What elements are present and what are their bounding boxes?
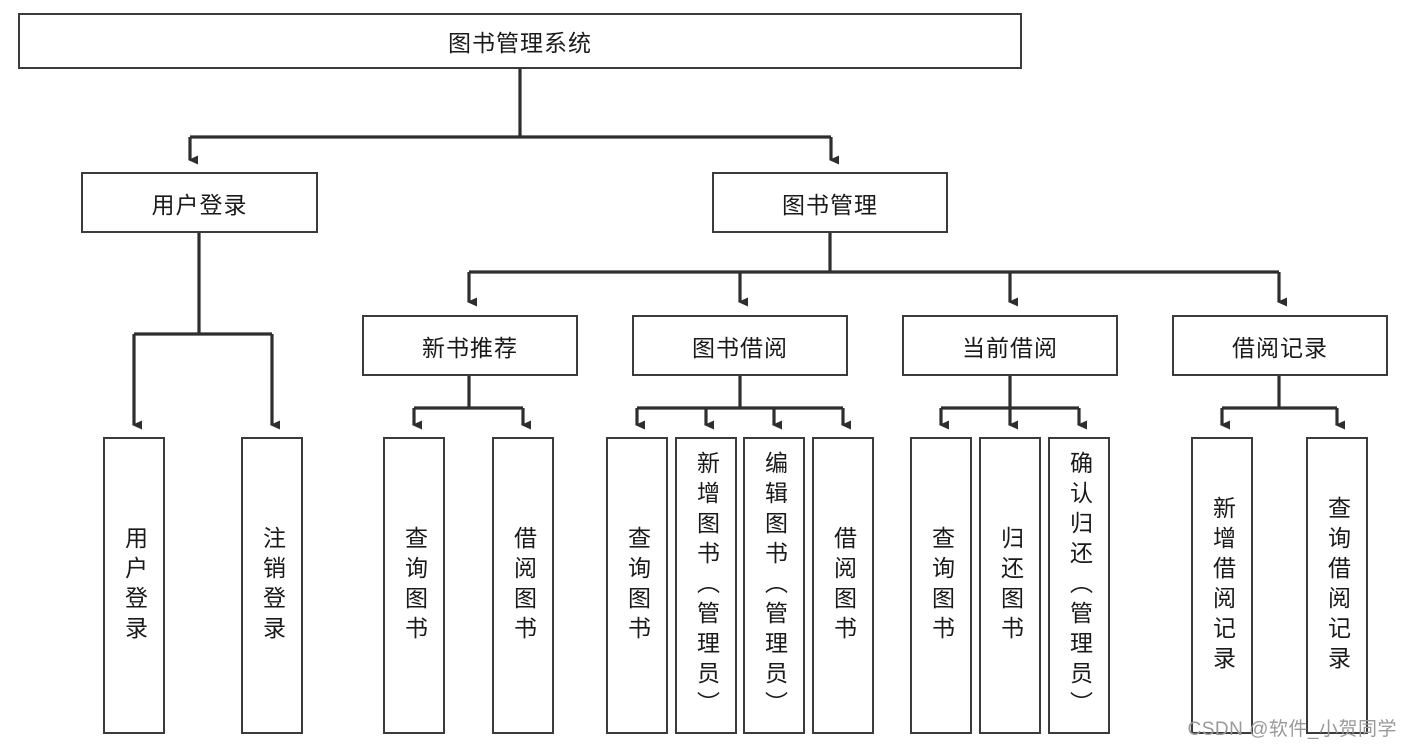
node-book-management-label: 图书管理 [782,191,878,218]
node-leaf-user-login[interactable]: 用户登录 [103,437,165,734]
watermark-text: CSDN @软件_小贺同学 [1187,719,1397,740]
node-new-book-recommend[interactable]: 新书推荐 [362,315,578,376]
node-leaf-add-record[interactable]: 新增借阅记录 [1191,437,1253,734]
node-leaf-add-record-label: 新增借阅记录 [1209,495,1236,676]
node-book-borrow-label: 图书借阅 [692,334,788,361]
node-book-management[interactable]: 图书管理 [712,172,948,233]
node-leaf-borrow-book-1[interactable]: 借阅图书 [492,437,554,734]
node-current-borrow[interactable]: 当前借阅 [902,315,1118,376]
node-leaf-query-book-3-label: 查询图书 [928,525,955,646]
node-leaf-query-book-2-label: 查询图书 [624,525,651,646]
node-user-login[interactable]: 用户登录 [81,172,318,233]
node-leaf-borrow-book-2[interactable]: 借阅图书 [812,437,874,734]
node-borrow-record[interactable]: 借阅记录 [1172,315,1388,376]
node-leaf-add-book[interactable]: 新增图书（管理员） [675,437,737,734]
node-root[interactable]: 图书管理系统 [18,13,1022,69]
node-leaf-query-record-label: 查询借阅记录 [1324,495,1351,676]
node-leaf-query-book-1-label: 查询图书 [401,525,428,646]
node-leaf-confirm-return[interactable]: 确认归还（管理员） [1048,437,1110,734]
node-leaf-borrow-book-2-label: 借阅图书 [830,525,857,646]
node-leaf-user-logout[interactable]: 注销登录 [241,437,303,734]
node-leaf-query-book-3[interactable]: 查询图书 [910,437,972,734]
node-leaf-query-book-2[interactable]: 查询图书 [606,437,668,734]
node-leaf-borrow-book-1-label: 借阅图书 [510,525,537,646]
node-root-label: 图书管理系统 [448,30,592,56]
node-user-login-label: 用户登录 [151,191,248,218]
node-leaf-query-record[interactable]: 查询借阅记录 [1306,437,1368,734]
node-leaf-add-book-label: 新增图书（管理员） [693,450,720,721]
node-leaf-confirm-return-label: 确认归还（管理员） [1066,450,1093,721]
node-leaf-edit-book[interactable]: 编辑图书（管理员） [743,437,805,734]
node-leaf-edit-book-label: 编辑图书（管理员） [761,450,788,721]
node-leaf-user-logout-label: 注销登录 [259,525,286,646]
node-current-borrow-label: 当前借阅 [962,334,1058,361]
node-leaf-return-book-label: 归还图书 [997,525,1024,646]
node-book-borrow[interactable]: 图书借阅 [632,315,848,376]
node-new-book-recommend-label: 新书推荐 [422,334,518,361]
node-borrow-record-label: 借阅记录 [1232,334,1328,361]
node-leaf-user-login-label: 用户登录 [121,525,148,646]
node-leaf-return-book[interactable]: 归还图书 [979,437,1041,734]
node-leaf-query-book-1[interactable]: 查询图书 [383,437,445,734]
